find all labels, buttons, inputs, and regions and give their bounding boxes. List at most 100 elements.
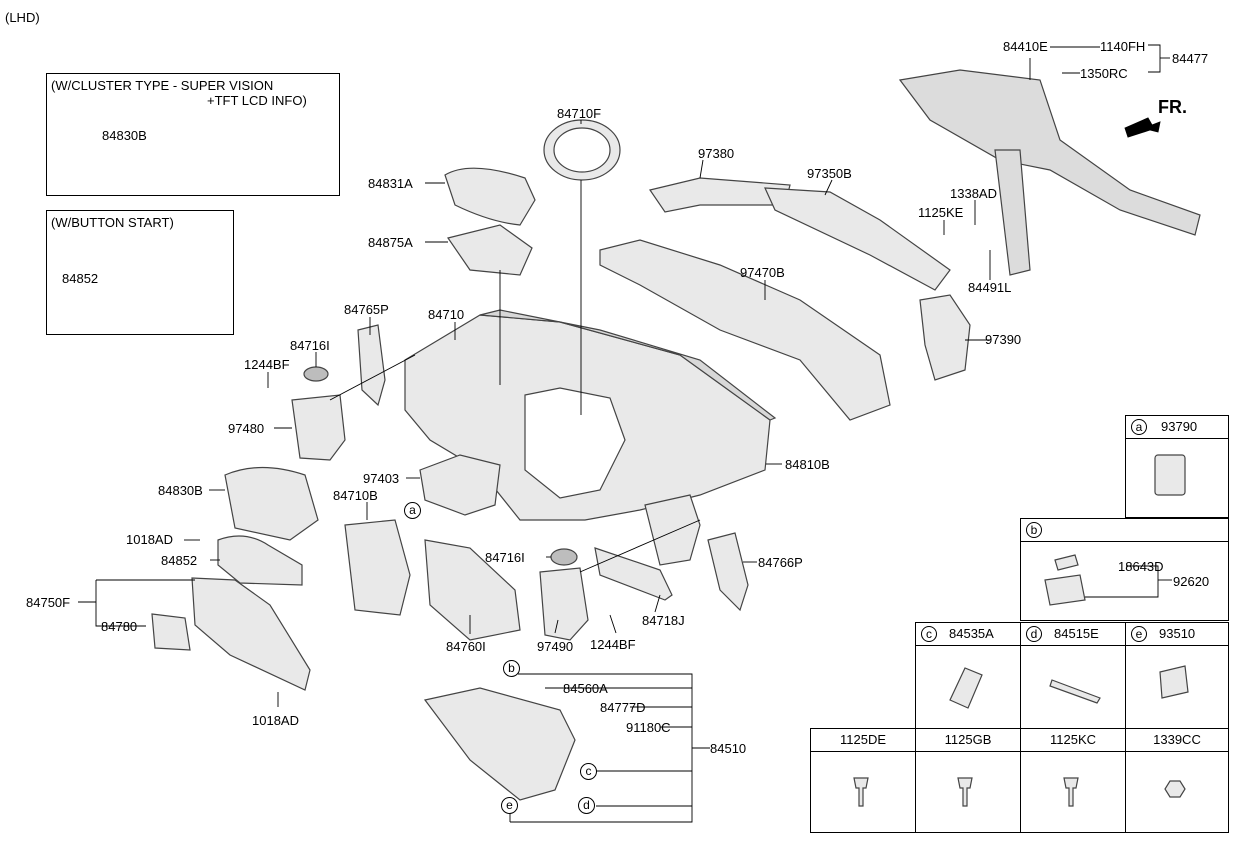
callout-b: b (503, 660, 520, 677)
part-label: 84830B (102, 128, 147, 143)
part-label: 97490 (537, 639, 574, 654)
part-label: 18643D (1118, 559, 1164, 574)
cowl-cross-bar-shape (898, 69, 1201, 236)
table-part-d: 84515E (1054, 626, 1099, 641)
part-label: 84766P (758, 555, 803, 570)
part-label: 84718J (642, 613, 685, 628)
table-cell-e-header: e 93510 (1126, 623, 1228, 646)
connector-92620-shape (1044, 574, 1086, 606)
table-cell-fastener: 1125GB (915, 728, 1021, 833)
part-label: 84852 (62, 271, 99, 286)
part-label: 1244BF (590, 637, 636, 652)
part-label: 84491L (968, 280, 1012, 295)
table-letter-a: a (1131, 419, 1147, 435)
table-part-c: 84535A (949, 626, 994, 641)
cover-84780-shape (151, 613, 191, 651)
part-label: 1350RC (1080, 66, 1128, 81)
part-label: 84852 (161, 553, 198, 568)
speaker-84716I-a-shape (303, 366, 329, 382)
part-label: 84560A (563, 681, 608, 696)
callout-c: c (580, 763, 597, 780)
table-cell-fastener: 1339CC (1125, 728, 1229, 833)
fastener-code: 1339CC (1126, 729, 1228, 752)
fastener-code: 1125GB (916, 729, 1020, 752)
panel-84760I-shape (424, 539, 521, 641)
part-label: 84710F (557, 106, 602, 121)
table-part-e: 93510 (1159, 626, 1196, 641)
table-part-a: 93790 (1161, 419, 1198, 434)
cluster-type-box: (W/CLUSTER TYPE - SUPER VISION +TFT LCD … (46, 73, 340, 196)
part-label: 84760I (446, 639, 486, 654)
right-end-shape (644, 494, 701, 566)
part-label: 97470B (740, 265, 785, 280)
vent-97403-shape (419, 454, 501, 516)
bolt-1125GB-shape (957, 777, 973, 807)
button-start-box: (W/BUTTON START) (46, 210, 234, 335)
table-cell-b: b 18643D 92620 (1020, 518, 1229, 621)
bulb-18643D-shape (1054, 554, 1079, 571)
callout-d: d (578, 797, 595, 814)
table-letter-b: b (1026, 522, 1042, 538)
table-cell-a: a 93790 (1125, 415, 1229, 518)
duct-97470B-shape (599, 239, 891, 421)
part-label: 84716I (290, 338, 330, 353)
part-label: 84810B (785, 457, 830, 472)
duct-97350B-shape (764, 187, 951, 291)
part-label: 1125KE (918, 205, 964, 220)
speaker-84716I-b-shape (550, 548, 578, 566)
part-label: 92620 (1173, 574, 1210, 589)
vent-97490-shape (539, 567, 589, 641)
front-arrow-shape (1124, 117, 1161, 138)
table-cell-c-header: c 84535A (916, 623, 1020, 646)
part-label: 84477 (1172, 51, 1209, 66)
tray-84875A-shape (447, 224, 533, 276)
part-label: 84710B (333, 488, 378, 503)
fastener-code: 1125KC (1021, 729, 1125, 752)
table-cell-c: c 84535A (915, 622, 1021, 729)
part-label: 84750F (26, 595, 71, 610)
part-label: 84765P (344, 302, 389, 317)
side-cover-84766P-shape (707, 532, 749, 612)
start-bezel-84852-shape (217, 535, 303, 586)
part-label: 97380 (698, 146, 735, 161)
speaker-grille-inner-shape (553, 127, 611, 173)
part-label: 91180C (626, 720, 671, 735)
table-letter-e: e (1131, 626, 1147, 642)
part-label: 84716I (485, 550, 525, 565)
button-start-note: (W/BUTTON START) (51, 215, 174, 230)
table-cell-fastener: 1125DE (810, 728, 916, 833)
bolt-1125KC-shape (1063, 777, 1079, 807)
lower-panel-84750F-shape (191, 577, 311, 691)
bolt-1125DE-shape (853, 777, 869, 807)
table-cell-e: e 93510 (1125, 622, 1229, 729)
table-letter-d: d (1026, 626, 1042, 642)
part-label: 1140FH (1100, 39, 1146, 54)
bracket-84718J-shape (594, 547, 673, 601)
fastener-code: 1125DE (811, 729, 915, 752)
part-label: 84777D (600, 700, 646, 715)
part-label: 1018AD (126, 532, 173, 547)
damper-93510-shape (1159, 665, 1189, 699)
part-label: 97403 (363, 471, 400, 486)
table-cell-fastener: 1125KC (1020, 728, 1126, 833)
part-label: 97480 (228, 421, 265, 436)
pin-84515E-shape (1049, 679, 1101, 704)
cluster-type-note-line2: +TFT LCD INFO) (207, 93, 307, 108)
part-label: 84780 (101, 619, 138, 634)
table-cell-a-header: a 93790 (1126, 416, 1228, 439)
part-label: 84831A (368, 176, 413, 191)
cluster-housing-84830B-shape (224, 466, 319, 541)
vent-97480-shape (291, 394, 346, 461)
part-label: 84710 (428, 307, 465, 322)
cluster-opening-shape (524, 387, 626, 499)
table-cell-d: d 84515E (1020, 622, 1126, 729)
part-label: 97350B (807, 166, 852, 181)
cowl-brace-shape (994, 149, 1031, 276)
table-cell-b-header: b (1021, 519, 1228, 542)
part-label: 84875A (368, 235, 413, 250)
switch-93790-shape (1154, 454, 1186, 496)
part-label: 1244BF (244, 357, 290, 372)
side-cover-84765P-shape (357, 324, 386, 407)
table-cell-d-header: d 84515E (1021, 623, 1125, 646)
